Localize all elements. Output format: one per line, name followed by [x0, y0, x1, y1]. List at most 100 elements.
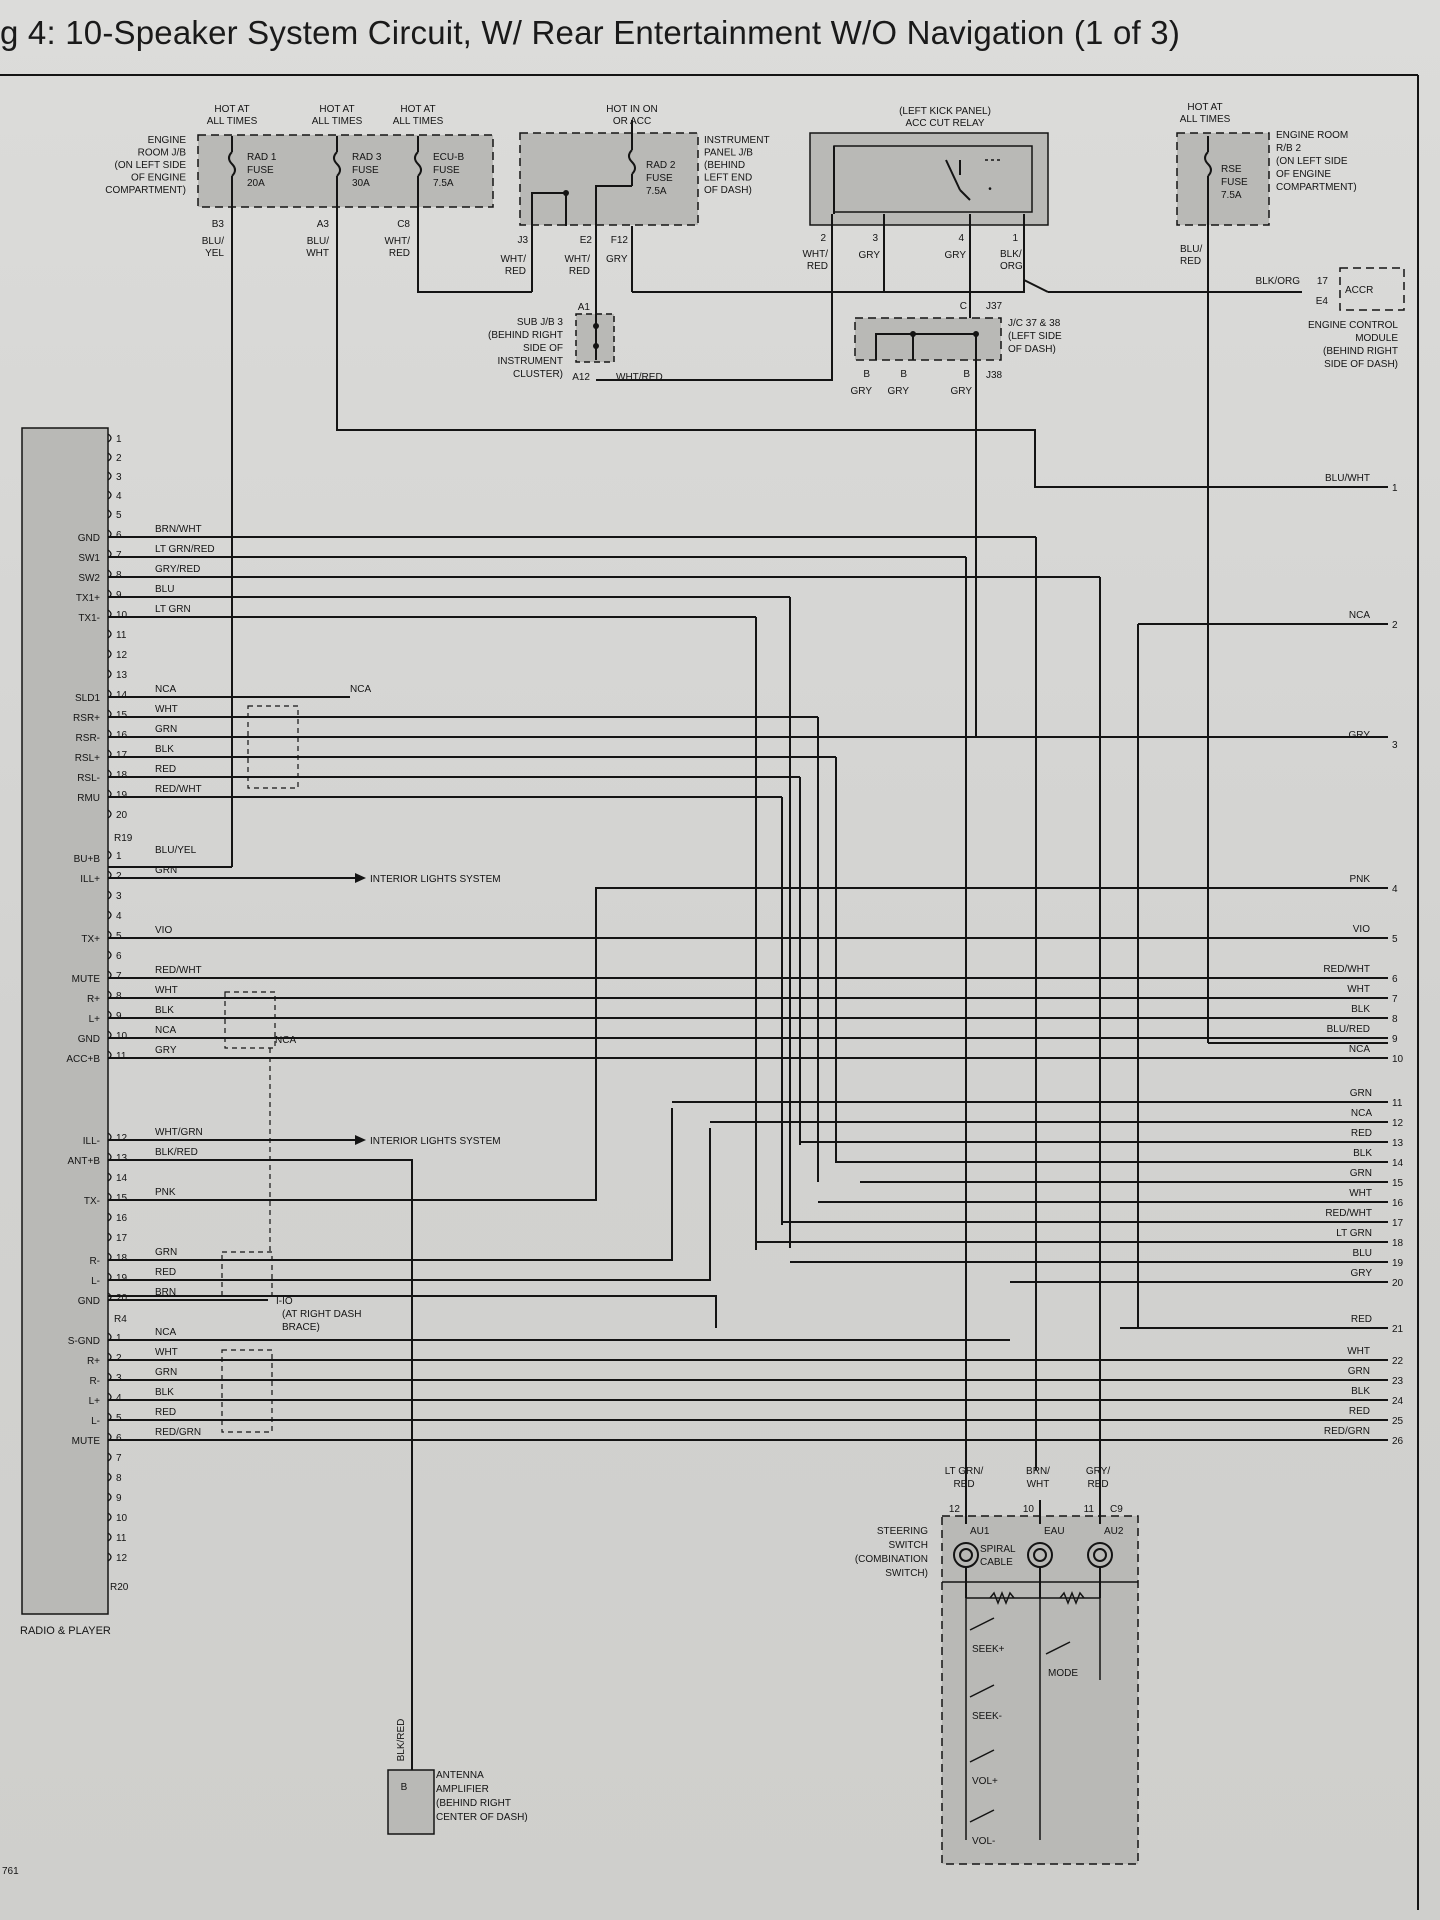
radio-pin-number: 13 [116, 670, 128, 681]
pin-bracket [107, 490, 112, 500]
spiral-cable-icon [1033, 1548, 1047, 1562]
pin-bracket [107, 1472, 112, 1482]
pin-bracket [107, 1492, 112, 1502]
wire-color: WHT/ [500, 254, 526, 265]
right-wire-color: NCA [1351, 1108, 1372, 1119]
radio-terminal: ILL+ [80, 874, 100, 885]
wire-color: RED [505, 266, 526, 277]
switch-contact-icon [969, 1684, 995, 1698]
radio-pin-number: 20 [116, 1293, 128, 1304]
radio-terminal: TX1+ [76, 593, 100, 604]
pin-bracket [107, 910, 112, 920]
wire-color: RED [389, 248, 410, 259]
right-wire-color: GRN [1350, 1088, 1372, 1099]
pin-bracket [107, 809, 112, 819]
fuse-name: RAD 1 [247, 152, 277, 163]
radio-pin-number: 12 [116, 650, 128, 661]
radio-pin-number: 10 [116, 1031, 128, 1042]
radio-pin-number: 1 [116, 851, 122, 862]
radio-wire-color: RED/WHT [155, 965, 202, 976]
radio-wire-color: RED [155, 1407, 176, 1418]
sub-jb3-label: SIDE OF [523, 343, 563, 354]
radio-pin-number: 10 [116, 1513, 128, 1524]
right-wire-color: RED/WHT [1323, 964, 1370, 975]
ipjb-bus [595, 185, 632, 226]
wire-color: GRY [606, 254, 628, 265]
radio-terminal: L- [91, 1416, 100, 1427]
radio-terminal: GND [78, 1296, 100, 1307]
connector-id: C9 [1110, 1504, 1123, 1515]
radio-pin-number: 3 [116, 891, 122, 902]
antenna-amplifier-label: AMPLIFIER [436, 1784, 489, 1795]
radio-pin-number: 19 [116, 790, 128, 801]
wire-color: GRY [951, 386, 973, 397]
radio-pin-number: 11 [116, 1533, 127, 1544]
nca-label: NCA [350, 684, 371, 695]
ecm-label: ENGINE CONTROL [1308, 320, 1398, 331]
connector-pin: F12 [611, 235, 629, 246]
pin-bracket [107, 509, 112, 519]
right-wire-color: GRN [1350, 1168, 1372, 1179]
radio-terminal: S-GND [68, 1336, 100, 1347]
fuse-hot-label: HOT IN ON [606, 104, 657, 115]
page-number: 761 [2, 1866, 19, 1877]
pin-bracket [107, 629, 112, 639]
right-wire-number: 3 [1392, 740, 1398, 751]
wire-color: LT GRN/ [945, 1466, 984, 1477]
connector-pin: C8 [397, 219, 410, 230]
right-wire-color: RED [1351, 1314, 1372, 1325]
jc-label: (LEFT SIDE [1008, 331, 1062, 342]
wire [108, 1295, 717, 1328]
right-wire-color: LT GRN [1336, 1228, 1372, 1239]
switch-contact-icon [969, 1749, 995, 1763]
radio-wire-color: VIO [155, 925, 172, 936]
radio-terminal: L+ [89, 1396, 101, 1407]
steering-terminal: AU1 [970, 1526, 990, 1537]
antenna-amplifier-label: CENTER OF DASH) [436, 1812, 528, 1823]
radio-terminal: R- [89, 1376, 100, 1387]
right-wire-color: BLK [1353, 1148, 1372, 1159]
ecm-box [1339, 267, 1405, 311]
pin-bracket [107, 649, 112, 659]
right-wire-color: PNK [1349, 874, 1370, 885]
right-wire-color: BLU/RED [1327, 1024, 1370, 1035]
pin-bracket [107, 1512, 112, 1522]
radio-terminal: ACC+B [66, 1054, 100, 1065]
wire-color: GRY [859, 250, 881, 261]
instrument-panel-jb-label: INSTRUMENT [704, 135, 770, 146]
fuse-hot-label: ALL TIMES [1180, 114, 1231, 125]
right-wire-number: 22 [1392, 1356, 1404, 1367]
connector-pin: A3 [317, 219, 330, 230]
ground-label: BRACE) [282, 1322, 320, 1333]
relay-switch-icon [945, 159, 971, 201]
fuse-hot-label: HOT AT [214, 104, 249, 115]
right-wire-color: RED [1349, 1406, 1370, 1417]
right-wire-number: 10 [1392, 1054, 1404, 1065]
radio-wire-color: NCA [155, 684, 176, 695]
radio-pin-number: 19 [116, 1273, 128, 1284]
wire-pnk [108, 887, 1388, 1201]
wire-blk-red [108, 1159, 413, 1770]
wire [108, 1128, 711, 1281]
connector-id: R19 [114, 833, 133, 844]
radio-terminal: L+ [89, 1014, 101, 1025]
shield-ring [221, 1349, 273, 1433]
engine-room-rb2-label: ENGINE ROOM [1276, 130, 1348, 141]
radio-terminal: ILL- [83, 1136, 100, 1147]
radio-pin-number: 5 [116, 931, 122, 942]
right-wire-number: 18 [1392, 1238, 1404, 1249]
radio-terminal: RSR+ [73, 713, 100, 724]
right-wire-number: 1 [1392, 483, 1398, 494]
wire-color: RED [1087, 1479, 1108, 1490]
radio-wire-color: WHT [155, 1347, 178, 1358]
interior-lights-label: INTERIOR LIGHTS SYSTEM [370, 1136, 501, 1147]
page-title: g 4: 10-Speaker System Circuit, W/ Rear … [0, 14, 1181, 51]
instrument-panel-jb-label: (BEHIND [704, 160, 745, 171]
wire-blu-wht [336, 214, 1388, 488]
radio-pin-number: 7 [116, 971, 122, 982]
radio-terminal: SLD1 [75, 693, 100, 704]
connector-pin: 3 [872, 233, 878, 244]
radio-wire-color: GRN [155, 724, 177, 735]
fuse-name: 7.5A [1221, 190, 1242, 201]
instrument-panel-jb-box [519, 132, 699, 226]
